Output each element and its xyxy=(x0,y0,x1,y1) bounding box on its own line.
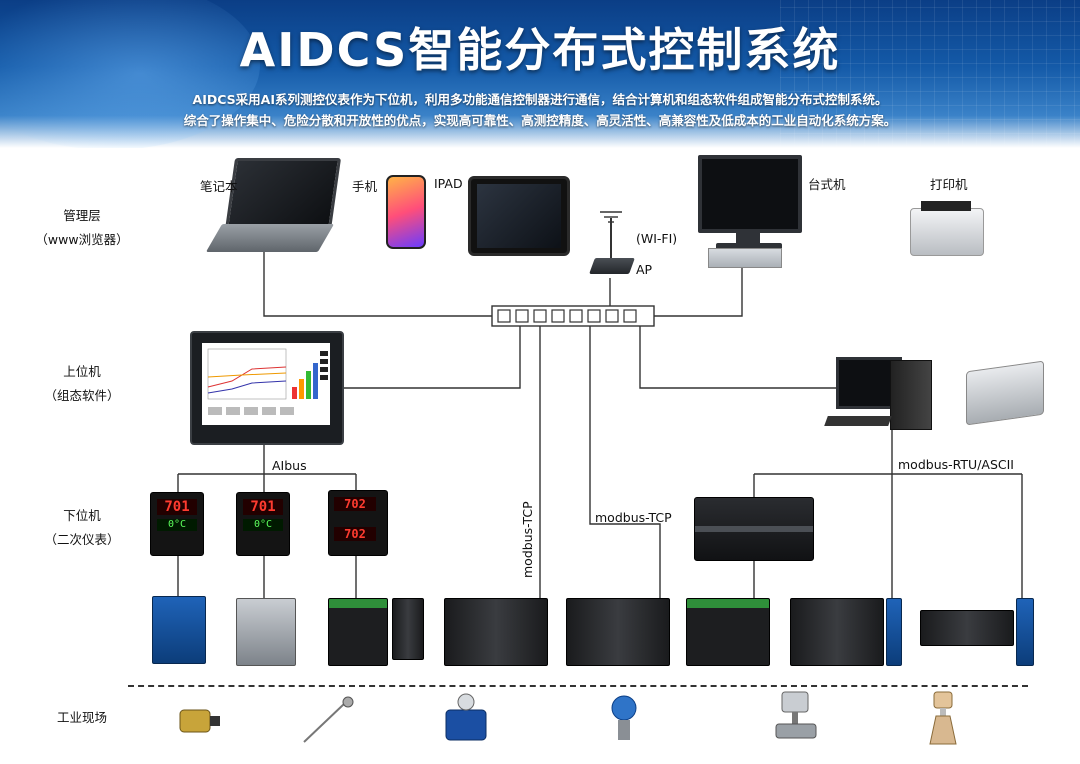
flowmeter-icon xyxy=(445,693,487,741)
desktop-box xyxy=(708,248,782,268)
printer-icon xyxy=(910,201,984,256)
laptop-keyboard-icon xyxy=(205,224,335,252)
printer-label: 打印机 xyxy=(930,177,968,192)
subtitle-line-1: AIDCS采用AI系列测控仪表作为下位机，利用多功能通信控制器进行通信，结合计算… xyxy=(192,92,888,107)
controller-icon: 701 0°C xyxy=(150,492,204,556)
phone-icon xyxy=(386,175,426,249)
pc-icon xyxy=(890,360,932,430)
controller-module-icon xyxy=(790,598,884,666)
io-module-icon xyxy=(566,598,670,666)
page-title: AIDCS智能分布式控制系统 xyxy=(239,23,841,77)
hmi-trend-graphic xyxy=(207,348,328,415)
plc-icon xyxy=(694,497,814,561)
modbus-tcp-label: modbus-TCP xyxy=(595,510,672,525)
desktop-stand xyxy=(736,229,760,243)
aibus-label: AIbus xyxy=(272,458,307,473)
dual-controller-icon: 702 702 xyxy=(328,490,388,556)
wifi-label: (WI-FI) xyxy=(636,231,678,246)
laptop-label: 笔记本 xyxy=(200,179,238,194)
io-module-icon xyxy=(152,596,206,664)
io-module-icon xyxy=(886,598,902,666)
subtitle-line-2: 综合了操作集中、危险分散和开放性的优点，实现高可靠性、高测控精度、高灵活性、高兼… xyxy=(183,113,897,128)
globe-graphic xyxy=(0,0,260,148)
keyboard-icon xyxy=(824,416,892,426)
io-module-icon xyxy=(686,598,770,666)
field-divider xyxy=(128,685,1028,687)
desktop-foot xyxy=(716,243,782,251)
tech-grid-graphic xyxy=(780,0,1080,148)
phone-label: 手机 xyxy=(352,179,378,194)
ap-label: AP xyxy=(636,262,653,277)
modbus-rtu-label: modbus-RTU/ASCII xyxy=(898,457,1014,472)
pressure-transmitter-icon xyxy=(611,695,637,740)
tablet-icon xyxy=(468,176,570,256)
desktop-icon xyxy=(698,155,802,233)
modbus-tcp-vertical-label: modbus-TCP xyxy=(520,501,535,578)
printer-icon xyxy=(966,360,1044,426)
controller-module-icon xyxy=(920,610,1014,646)
router-icon xyxy=(589,258,635,274)
layer-host: 上位机 （组态软件） xyxy=(44,364,120,403)
controller-icon: 701 0°C xyxy=(236,492,290,556)
io-module-icon xyxy=(1016,598,1034,666)
valve-icon xyxy=(775,691,817,739)
layer-field: 工业现场 xyxy=(56,710,107,725)
io-module-icon xyxy=(236,598,296,666)
thermocouple-icon xyxy=(303,696,354,743)
laptop-icon xyxy=(224,158,342,230)
meter-icon xyxy=(392,598,424,660)
layer-management: 管理层 （www浏览器） xyxy=(35,208,129,247)
level-sensor-icon xyxy=(929,691,957,745)
antenna-icon xyxy=(610,218,612,258)
proximity-sensor-icon xyxy=(179,709,220,733)
io-module-icon xyxy=(444,598,548,666)
desktop-label: 台式机 xyxy=(808,177,846,192)
ipad-label: IPAD xyxy=(434,176,463,191)
header-banner: AIDCS智能分布式控制系统 AIDCS采用AI系列测控仪表作为下位机，利用多功… xyxy=(0,0,1080,148)
hmi-panel-icon xyxy=(190,331,344,445)
layer-slave: 下位机 （二次仪表） xyxy=(44,508,120,547)
io-module-icon xyxy=(328,598,388,666)
